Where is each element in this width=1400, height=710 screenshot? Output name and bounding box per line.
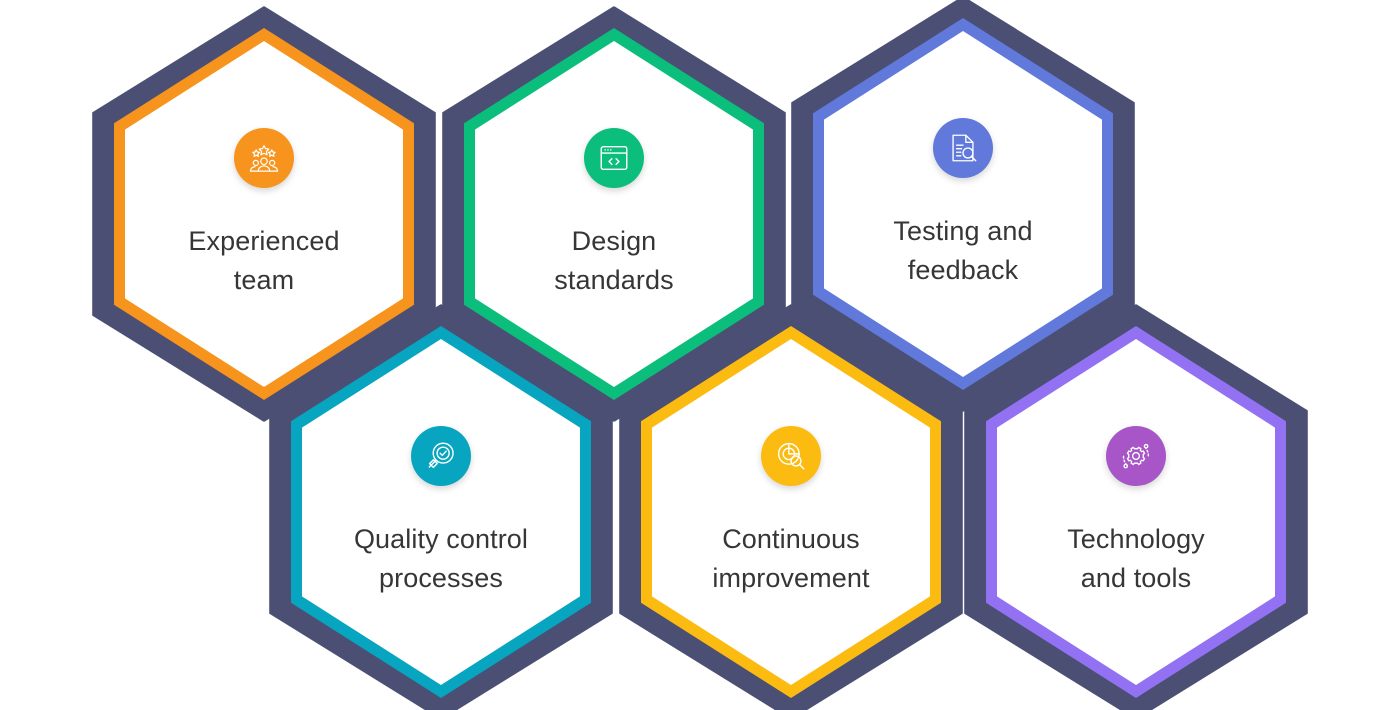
gear-orbit-icon [1106, 426, 1166, 487]
hex-card-title: Continuous improvement [712, 524, 870, 593]
hex-card-title: Design standards [554, 226, 674, 295]
hex-card-title: Testing and feedback [893, 216, 1033, 285]
hex-card-title: Quality control processes [353, 524, 529, 593]
team-stars-icon [234, 128, 294, 189]
browser-code-icon [584, 128, 644, 189]
pie-chart-magnifier-icon [761, 426, 821, 487]
hex-card-design-standards[interactable]: Design standards [442, 6, 786, 422]
hex-card-experienced-team[interactable]: Experienced team [92, 6, 436, 422]
document-magnifier-icon [933, 118, 993, 179]
magnifier-check-icon [411, 426, 471, 487]
hex-card-title: Technology and tools [1067, 524, 1205, 593]
hex-card-title: Experienced team [188, 226, 340, 295]
hex-card-testing-and-feedback[interactable]: Testing and feedback [791, 0, 1135, 412]
hex-card-technology-and-tools[interactable]: Technology and tools [964, 304, 1308, 710]
